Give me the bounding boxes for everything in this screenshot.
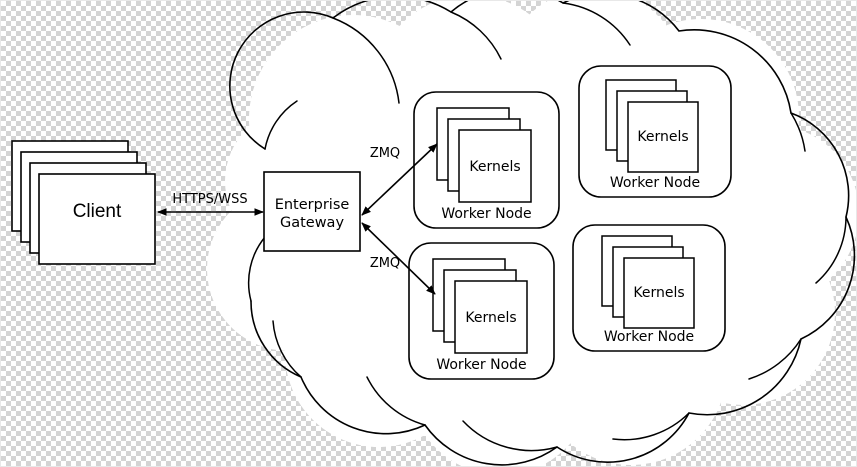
worker-node-4-shape: [572, 224, 726, 352]
worker-node-3-shape: [408, 242, 555, 380]
edge-gateway-worker-top-arrow: [361, 143, 438, 216]
worker-node-2-shape: [578, 65, 732, 198]
edge-gateway-worker-bottom-arrow: [361, 222, 436, 295]
client-stack: [11, 140, 156, 265]
enterprise-gateway-box: [263, 171, 361, 252]
worker-node-1-shape: [413, 91, 560, 229]
